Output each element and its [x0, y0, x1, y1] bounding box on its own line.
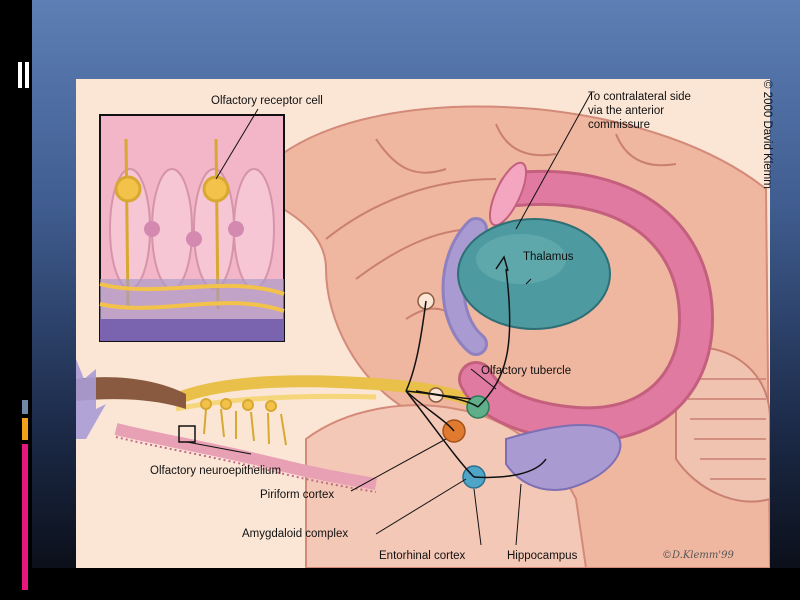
label-olfactory-receptor-cell: Olfactory receptor cell — [211, 95, 323, 107]
pink-accent-bar — [22, 444, 28, 590]
brain-diagram — [76, 79, 770, 568]
corner-bar-mark — [25, 62, 29, 88]
slate-square-mark — [22, 400, 28, 414]
label-to-contralateral-side: To contralateral side — [588, 91, 691, 103]
orange-square-mark — [22, 418, 28, 440]
label-hippocampus: Hippocampus — [507, 550, 578, 562]
label-thalamus: Thalamus — [523, 251, 574, 263]
label-commissure: commissure — [588, 119, 650, 131]
label-olfactory-tubercle: Olfactory tubercle — [481, 365, 572, 377]
corner-bar-mark — [18, 62, 22, 88]
olfactory-pathway-illustration: Olfactory receptor cell To contralateral… — [76, 79, 770, 568]
bottom-black-band — [0, 568, 800, 600]
label-olfactory-neuroepithelium: Olfactory neuroepithelium — [150, 465, 282, 477]
label-amygdaloid-complex: Amygdaloid complex — [242, 528, 349, 540]
label-via-anterior: via the anterior — [588, 105, 665, 117]
artist-signature: ©D.Klemm'99 — [662, 550, 734, 561]
label-piriform-cortex: Piriform cortex — [260, 489, 335, 501]
label-entorhinal-cortex: Entorhinal cortex — [379, 550, 466, 562]
copyright-text: © 2000 David Klemm — [761, 80, 773, 189]
copyright-credit-vertical: © 2000 David Klemm — [761, 80, 773, 260]
